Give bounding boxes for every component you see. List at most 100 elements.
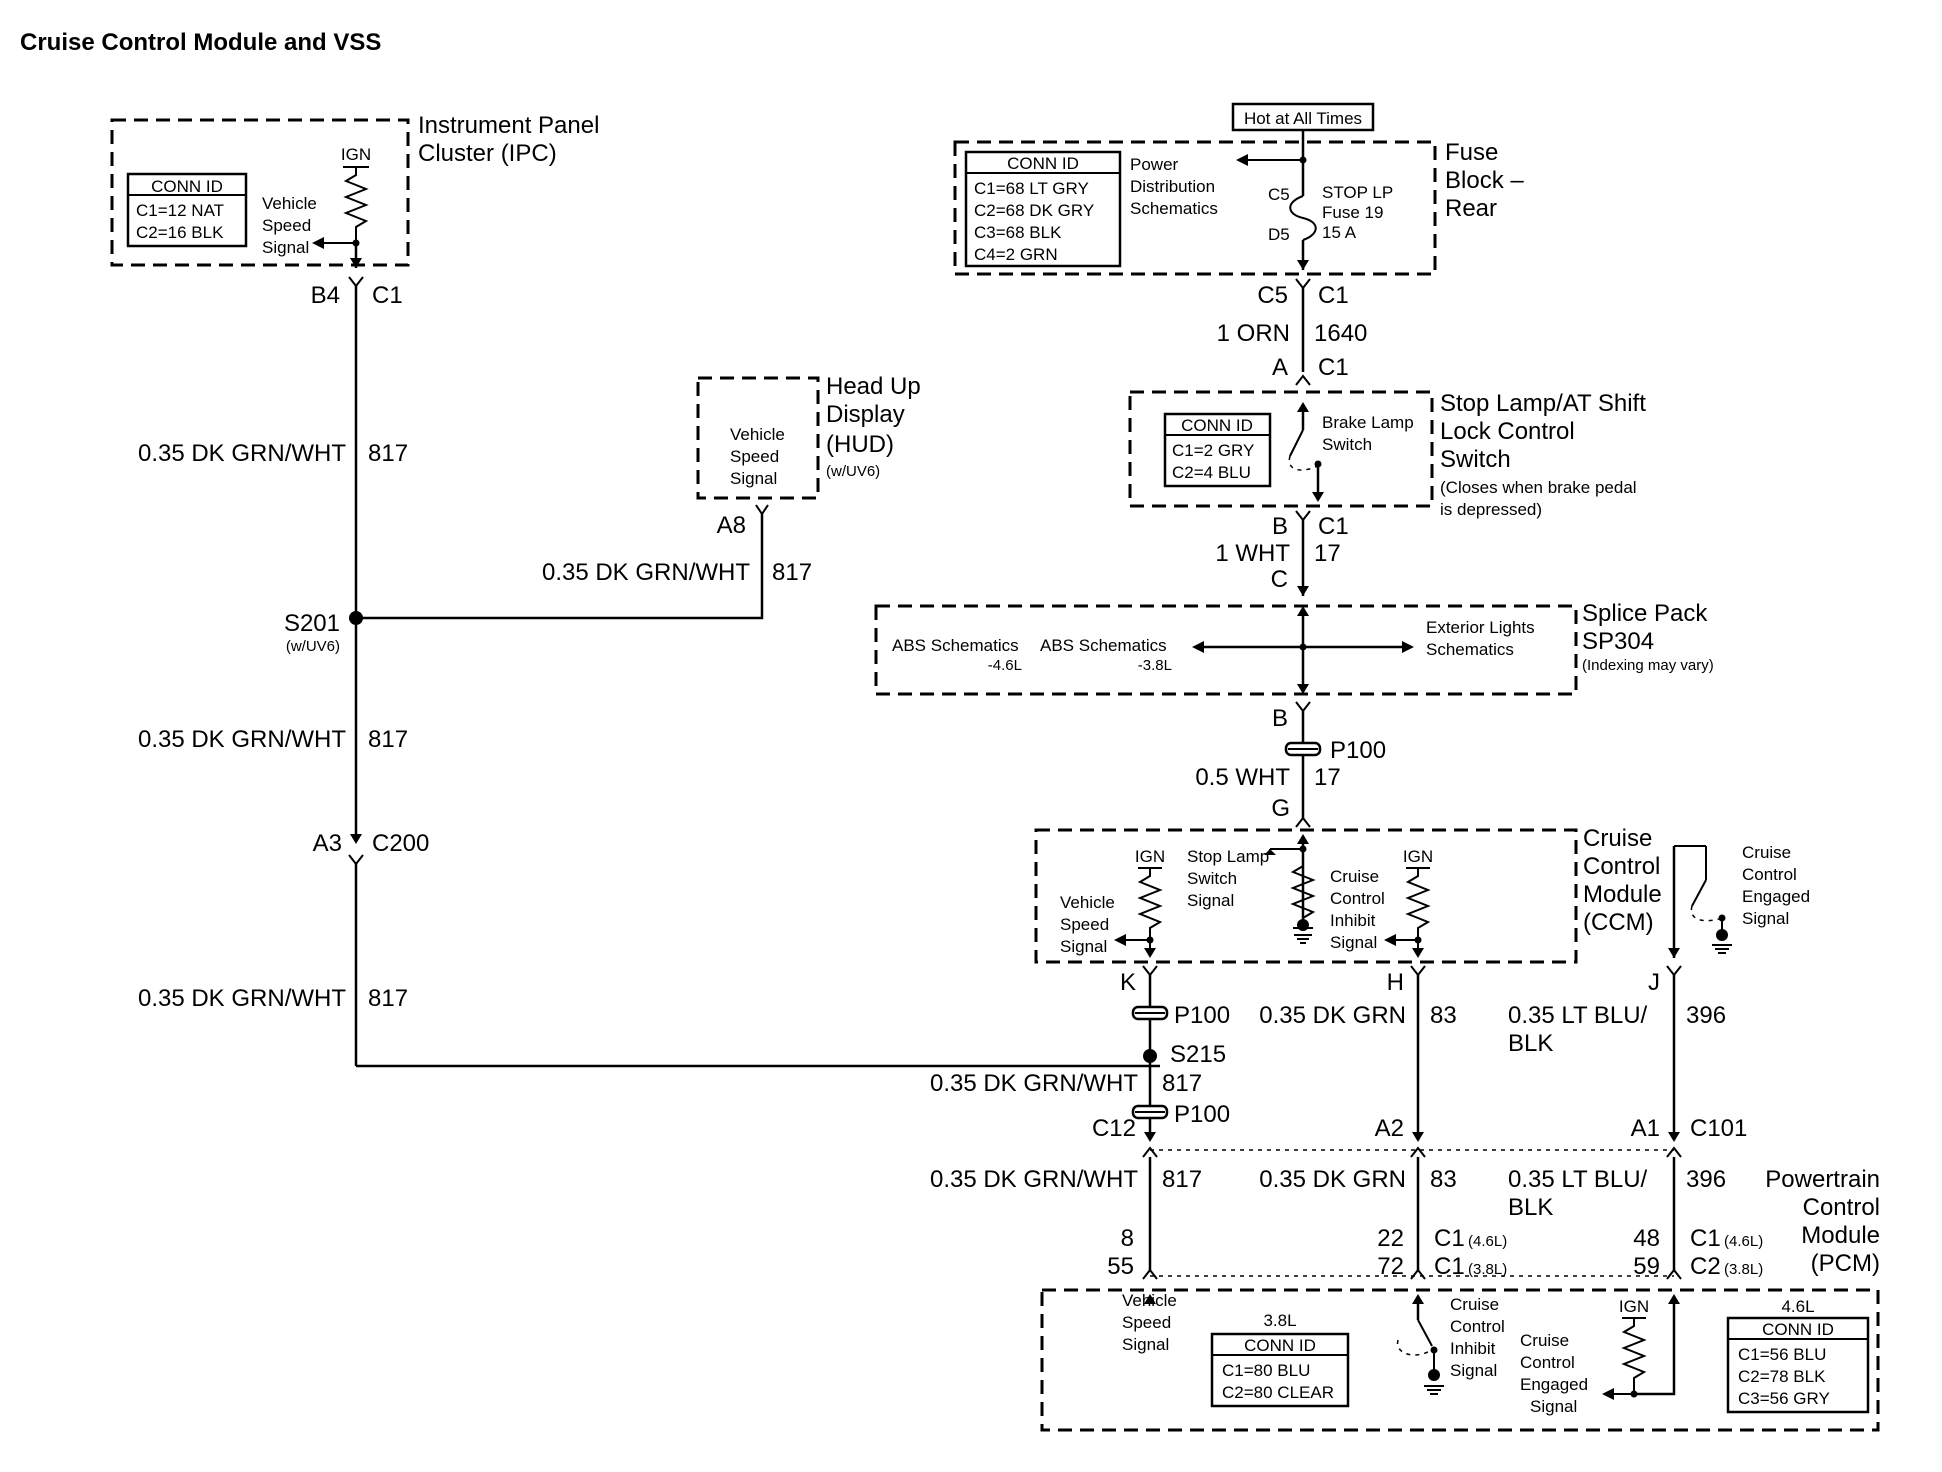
pcm-conn46-header: CONN ID bbox=[1762, 1320, 1834, 1339]
ipc-name-line1: Instrument Panel bbox=[418, 112, 599, 139]
ccm-engaged-line4: Signal bbox=[1742, 909, 1789, 928]
brake-switch-line2: Switch bbox=[1322, 435, 1372, 454]
ccm-inhibit-arrow-icon bbox=[1384, 934, 1396, 946]
ccm-name-line3: Module bbox=[1583, 881, 1662, 908]
p100-upper: P100 0.5 WHT 17 G bbox=[1195, 711, 1386, 828]
pcm-engine46-label: 4.6L bbox=[1781, 1297, 1814, 1316]
seg-k-circuit: 817 bbox=[1162, 1070, 1202, 1097]
pcm-conn46-c2: C2=78 BLK bbox=[1738, 1367, 1826, 1386]
ccm-module: Cruise Control Module (CCM) Stop Lamp Sw… bbox=[1034, 825, 1810, 996]
ccm-name-line4: (CCM) bbox=[1583, 909, 1654, 936]
conn-c12: C12 bbox=[1092, 1115, 1136, 1142]
hud-signal-line1: Vehicle bbox=[730, 425, 785, 444]
ipc-signal-line3: Signal bbox=[262, 238, 309, 257]
h-wire-label: 0.35 DK GRN bbox=[1259, 1002, 1406, 1029]
stop-name-line3: Switch bbox=[1440, 446, 1511, 473]
pcm-pin-h1-conn: C1 bbox=[1434, 1225, 1465, 1252]
hud-signal-line2: Speed bbox=[730, 447, 779, 466]
fuse-out-pin: C5 bbox=[1257, 282, 1288, 309]
pcm-pin-k1: 8 bbox=[1121, 1225, 1134, 1252]
pcm-vss-line2: Speed bbox=[1122, 1313, 1171, 1332]
power-dist-ref-line3: Schematics bbox=[1130, 199, 1218, 218]
ipc-pin-b4: B4 bbox=[311, 282, 340, 309]
fuse-name-line3: 15 A bbox=[1322, 223, 1357, 242]
p100-upper-label: P100 bbox=[1330, 737, 1386, 764]
ccm-pin-h: H bbox=[1387, 969, 1404, 996]
ccm-inhibit-line4: Signal bbox=[1330, 933, 1377, 952]
pcm-conn46-c1: C1=56 BLU bbox=[1738, 1345, 1826, 1364]
pcm-vss-line3: Signal bbox=[1122, 1335, 1169, 1354]
pcm-k-wire-circuit: 817 bbox=[1162, 1166, 1202, 1193]
splice-out-pin: B bbox=[1272, 705, 1288, 732]
pcm-engaged-line4: Signal bbox=[1530, 1397, 1577, 1416]
conn-a1: A1 bbox=[1631, 1115, 1660, 1142]
hud-name-line1: Head Up bbox=[826, 373, 921, 400]
exterior-lights-arrow-icon bbox=[1402, 641, 1414, 653]
j-wire-circuit: 396 bbox=[1686, 1002, 1726, 1029]
ipc-resistor-icon bbox=[343, 167, 369, 246]
pcm-engaged-line1: Cruise bbox=[1520, 1331, 1569, 1350]
ipc-ign-label: IGN bbox=[341, 145, 371, 164]
hud-name-line3: (HUD) bbox=[826, 431, 894, 458]
abs38-ref-line2: -3.8L bbox=[1138, 657, 1172, 674]
fuse-conn-c1: C1=68 LT GRY bbox=[974, 179, 1089, 198]
pcm-name-line4: (PCM) bbox=[1811, 1250, 1880, 1277]
fuse-icon bbox=[1289, 195, 1317, 241]
fuse-c5-label: C5 bbox=[1268, 185, 1290, 204]
abs-ref-arrow-icon bbox=[1192, 641, 1204, 653]
splice-s201-option: (w/UV6) bbox=[286, 638, 340, 655]
pcm-h-wire-circuit: 83 bbox=[1430, 1166, 1457, 1193]
hud-module: Head Up Display (HUD) (w/UV6) Vehicle Sp… bbox=[356, 373, 921, 620]
left-trunk-wire: 0.35 DK GRN/WHT 817 S201 (w/UV6) 0.35 DK… bbox=[138, 286, 1160, 1068]
ipc-module: Instrument Panel Cluster (IPC) CONN ID C… bbox=[110, 112, 599, 309]
pcm-pin-j1: 48 bbox=[1633, 1225, 1660, 1252]
p100-upper-wire-label: 0.5 WHT bbox=[1195, 764, 1290, 791]
ccm-vss-arrow-icon bbox=[1114, 934, 1126, 946]
pcm-name-line1: Powertrain bbox=[1765, 1166, 1880, 1193]
fuse-d5-label: D5 bbox=[1268, 225, 1290, 244]
ccm-inhibit-line2: Control bbox=[1330, 889, 1385, 908]
ccm-engaged-switch-icon bbox=[1691, 879, 1707, 907]
ipc-signal-line1: Vehicle bbox=[262, 194, 317, 213]
stop-wire-circuit: 17 bbox=[1314, 540, 1341, 567]
splice-pack-name-line2: SP304 bbox=[1582, 628, 1654, 655]
ipc-signal-line2: Speed bbox=[262, 216, 311, 235]
fuse-conn-c2: C2=68 DK GRY bbox=[974, 201, 1094, 220]
hud-name-line2: Display bbox=[826, 401, 905, 428]
power-dist-arrow-icon bbox=[1236, 154, 1248, 166]
ccm-pin-g: G bbox=[1271, 795, 1290, 822]
ext-lights-ref-line2: Schematics bbox=[1426, 640, 1514, 659]
pcm-pin-h2: 72 bbox=[1377, 1253, 1404, 1280]
left-seg2-label: 0.35 DK GRN/WHT bbox=[138, 726, 346, 753]
ccm-pin-k: K bbox=[1120, 969, 1136, 996]
ccm-name-line1: Cruise bbox=[1583, 825, 1652, 852]
pcm-conn38-c1: C1=80 BLU bbox=[1222, 1361, 1310, 1380]
abs46-ref-line1: ABS Schematics bbox=[892, 636, 1019, 655]
pcm-inhibit-switch-icon bbox=[1417, 1319, 1433, 1347]
stop-signal-arrow-icon bbox=[1264, 849, 1276, 855]
fuse-name-line1: STOP LP bbox=[1322, 183, 1393, 202]
pcm-engaged-resistor-icon bbox=[1621, 1318, 1647, 1394]
ccm-stop-sig-line2: Switch bbox=[1187, 869, 1237, 888]
hot-at-all-times-label: Hot at All Times bbox=[1244, 109, 1362, 128]
pcm-engaged-line3: Engaged bbox=[1520, 1375, 1588, 1394]
stop-splice-pin: C bbox=[1271, 566, 1288, 593]
pcm-name-line2: Control bbox=[1803, 1194, 1880, 1221]
pcm-j-wire-circuit: 396 bbox=[1686, 1166, 1726, 1193]
ccm-vss-line3: Signal bbox=[1060, 937, 1107, 956]
ccm-stop-sig-line3: Signal bbox=[1187, 891, 1234, 910]
hud-option: (w/UV6) bbox=[826, 463, 880, 480]
stop-wire-label: 1 WHT bbox=[1215, 540, 1290, 567]
stop-conn-header: CONN ID bbox=[1181, 416, 1253, 435]
ccm-stop-sig-line1: Stop Lamp bbox=[1187, 847, 1269, 866]
ipc-pin-c1: C1 bbox=[372, 282, 403, 309]
stop-conn-c1: C1=2 GRY bbox=[1172, 441, 1254, 460]
fuse-block-rear: Hot at All Times Fuse Block – Rear CONN … bbox=[953, 102, 1524, 372]
splice-s215-dot bbox=[1143, 1049, 1157, 1063]
ccm-vss-line1: Vehicle bbox=[1060, 893, 1115, 912]
fuse-conn-c3: C3=68 BLK bbox=[974, 223, 1062, 242]
left-seg1-label: 0.35 DK GRN/WHT bbox=[138, 440, 346, 467]
pcm-pin-j1-eng: (4.6L) bbox=[1724, 1233, 1763, 1250]
pcm-module: Powertrain Control Module (PCM) 8 55 22 … bbox=[1040, 1166, 1880, 1432]
